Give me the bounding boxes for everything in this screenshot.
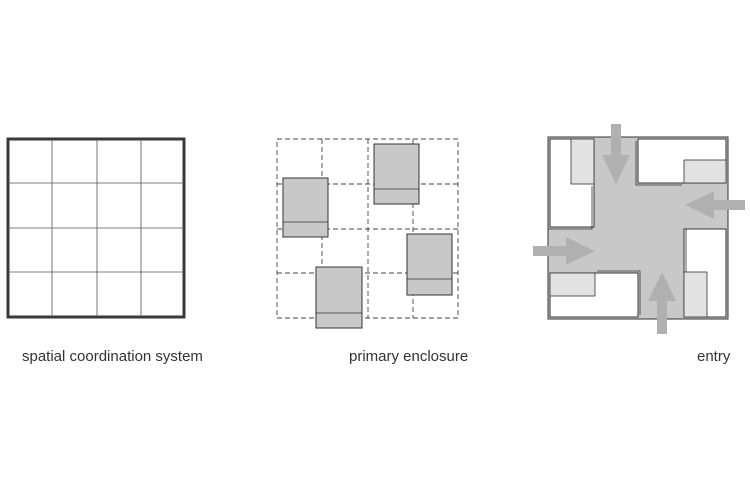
caption-entry: entry (697, 348, 731, 365)
entry-block-bottom-right (683, 228, 727, 318)
entry-panel (533, 124, 745, 334)
arrow-left-icon (685, 191, 745, 219)
grid-panel (6, 137, 186, 319)
entry-block-top-right (635, 138, 727, 186)
enclosure-block-left (282, 177, 329, 238)
grid-lines (8, 139, 184, 317)
caption-spatial-coordination-system: spatial coordination system (22, 348, 203, 365)
enclosure-block-top (373, 143, 420, 205)
enclosure-block-right (406, 233, 453, 296)
arrow-down-icon (602, 124, 630, 184)
entry-block-top-left (548, 138, 595, 230)
entry-block-bottom-left (549, 270, 641, 318)
enclosure-panel (276, 138, 459, 329)
arrow-right-icon (533, 237, 595, 265)
arrow-up-icon (648, 272, 676, 334)
caption-primary-enclosure: primary enclosure (349, 348, 469, 365)
entry-arrows (533, 124, 745, 334)
enclosure-block-bottom (315, 266, 363, 329)
